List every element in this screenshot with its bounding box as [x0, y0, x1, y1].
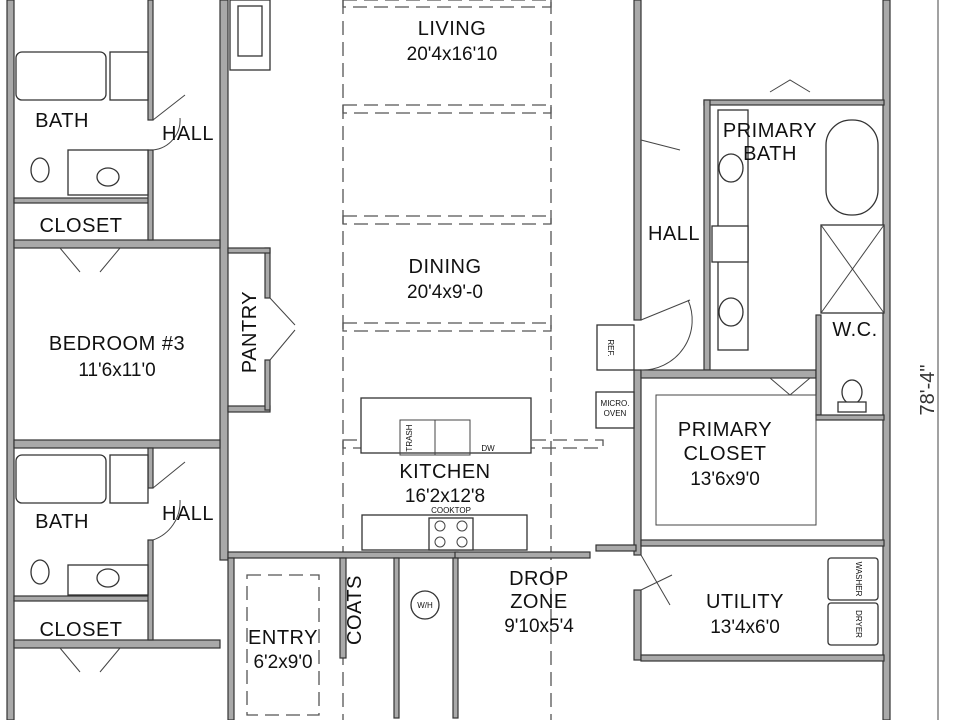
- dining-size: 20'4x9'-0: [407, 282, 483, 303]
- wall: [13, 439, 221, 449]
- coats-label: COATS: [344, 575, 366, 645]
- sink: [718, 297, 744, 327]
- toilet-tank: [837, 401, 867, 413]
- kitchen-label: KITCHEN: [399, 461, 490, 483]
- wall: [227, 247, 271, 254]
- micro-label: MICRO.: [601, 399, 630, 408]
- wall-right-wing: [633, 0, 642, 321]
- primary-closet-label-1: PRIMARY: [678, 419, 772, 441]
- closet-upper-label: CLOSET: [39, 215, 122, 237]
- drop-zone-size: 9'10x5'4: [504, 616, 574, 637]
- refrigerator: [596, 324, 635, 371]
- wc-label: W.C.: [832, 319, 877, 341]
- dishwasher-label: DW: [481, 444, 495, 453]
- wall: [703, 99, 885, 106]
- wall: [147, 149, 154, 241]
- wall-left-exterior: [6, 0, 15, 720]
- overall-depth-dimension: 78'-4": [917, 365, 939, 416]
- living-size: 20'4x16'10: [407, 44, 498, 65]
- doors: [59, 79, 811, 673]
- hall-upper-label: HALL: [162, 123, 214, 145]
- wall: [595, 544, 637, 552]
- sink-upper: [96, 167, 120, 187]
- water-heater: [410, 590, 440, 620]
- wall: [13, 239, 221, 249]
- toilet-lower: [30, 559, 50, 585]
- wall: [339, 557, 347, 659]
- wall: [640, 539, 885, 547]
- living-label: LIVING: [418, 18, 487, 40]
- dining-label: DINING: [409, 256, 482, 278]
- oven-label: OVEN: [604, 409, 627, 418]
- wall: [227, 557, 235, 720]
- closet-lower-label: CLOSET: [39, 619, 122, 641]
- fireplace-firebox: [237, 5, 263, 57]
- bathtub-lower: [15, 454, 107, 504]
- wall: [452, 557, 459, 719]
- wall: [147, 539, 154, 641]
- wall: [264, 359, 271, 411]
- primary-bath-label-1: PRIMARY: [723, 120, 817, 142]
- wall: [147, 0, 154, 121]
- wall: [227, 551, 459, 559]
- pantry-label: PANTRY: [239, 291, 261, 373]
- sink: [718, 153, 744, 183]
- washer-label: WASHER: [854, 562, 863, 597]
- bathtub-upper: [15, 51, 107, 101]
- linen-lower: [109, 454, 149, 504]
- bath-lower-label: BATH: [35, 511, 89, 533]
- wall: [815, 414, 885, 421]
- wall: [147, 447, 154, 489]
- microwave-oven: [595, 391, 635, 429]
- drop-zone-label-1: DROP: [509, 568, 569, 590]
- drop-zone-label-2: ZONE: [510, 591, 568, 613]
- wall: [815, 314, 822, 416]
- wall: [264, 247, 271, 299]
- entry-size: 6'2x9'0: [253, 652, 312, 673]
- dryer-label: DRYER: [854, 610, 863, 638]
- wall-right-wing: [633, 369, 642, 556]
- wall: [454, 551, 591, 559]
- wall: [13, 595, 153, 602]
- wall: [703, 99, 711, 371]
- utility-size: 13'4x6'0: [710, 617, 780, 638]
- bedroom3-label: BEDROOM #3: [49, 333, 185, 355]
- linen-upper: [109, 51, 149, 101]
- kitchen-island: [360, 397, 532, 454]
- vanity-seat: [711, 225, 749, 263]
- entry-label: ENTRY: [248, 627, 318, 649]
- washer: [827, 557, 879, 601]
- dryer: [827, 602, 879, 646]
- trash-label: TRASH: [405, 424, 414, 451]
- kitchen-size: 16'2x12'8: [405, 486, 485, 507]
- bath-upper-label: BATH: [35, 110, 89, 132]
- wall: [393, 557, 400, 719]
- hall-right-label: HALL: [648, 223, 700, 245]
- bedroom3-size: 11'6x11'0: [78, 360, 155, 381]
- hall-lower-label: HALL: [162, 503, 214, 525]
- primary-closet-size: 13'6x9'0: [690, 469, 760, 490]
- cooktop-label: COOKTOP: [431, 506, 471, 515]
- wall: [633, 589, 642, 661]
- wall: [13, 639, 221, 649]
- wall: [640, 654, 885, 662]
- primary-bath-label-2: BATH: [743, 143, 797, 165]
- bathtub: [825, 119, 879, 216]
- wall: [227, 405, 271, 413]
- wall: [13, 197, 153, 204]
- water-heater-label: W/H: [417, 601, 433, 610]
- sink-lower: [96, 568, 120, 588]
- wall-right-exterior: [882, 0, 891, 720]
- primary-closet-label-2: CLOSET: [683, 443, 766, 465]
- wall-left-wing: [219, 0, 229, 561]
- utility-label: UTILITY: [706, 591, 784, 613]
- toilet-upper: [30, 157, 50, 183]
- wall: [640, 369, 817, 379]
- toilet: [841, 379, 863, 405]
- refrigerator-label: REF.: [606, 339, 615, 356]
- closet-shelving: [655, 394, 817, 526]
